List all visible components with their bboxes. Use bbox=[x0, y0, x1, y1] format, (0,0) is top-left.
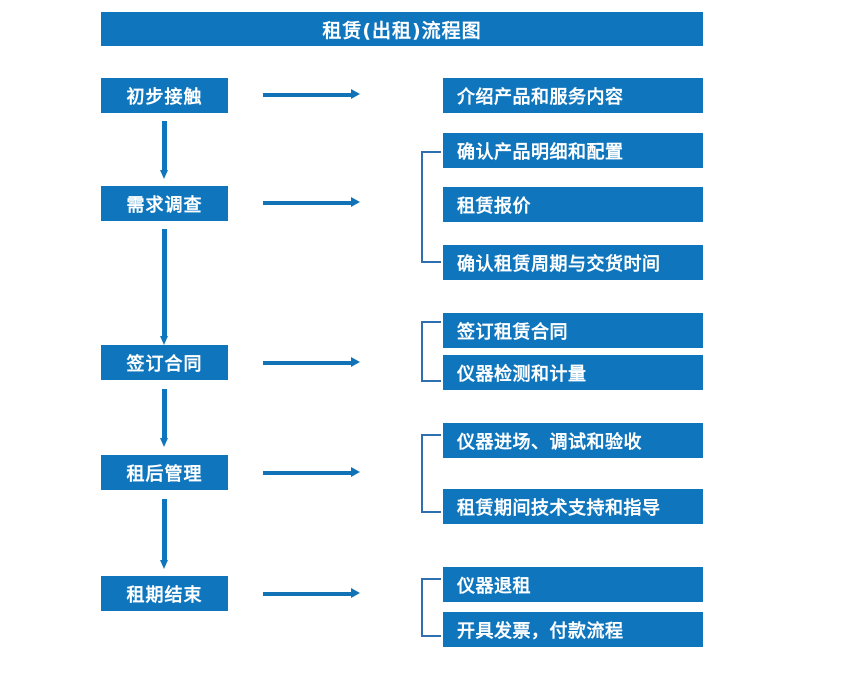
detail-node-8[interactable]: 租赁期间技术支持和指导 bbox=[443, 489, 703, 524]
flow-arrow-right-4 bbox=[263, 467, 360, 478]
bracket-arm-top bbox=[421, 578, 441, 580]
arrow-shaft bbox=[263, 592, 352, 596]
group-bracket-4 bbox=[421, 578, 441, 637]
bracket-spine bbox=[421, 151, 423, 263]
page-title: 租赁(出租)流程图 bbox=[101, 12, 703, 46]
detail-node-2[interactable]: 确认产品明细和配置 bbox=[443, 133, 703, 168]
detail-node-3[interactable]: 租赁报价 bbox=[443, 187, 703, 222]
bracket-spine bbox=[421, 434, 423, 513]
arrow-shaft bbox=[162, 121, 167, 171]
arrow-shaft bbox=[162, 499, 167, 561]
arrow-shaft bbox=[263, 201, 352, 205]
flow-arrow-down-1 bbox=[160, 121, 169, 179]
bracket-arm-bottom bbox=[421, 635, 441, 637]
bracket-arm-top bbox=[421, 434, 441, 436]
group-bracket-1 bbox=[421, 151, 441, 263]
bracket-arm-top bbox=[421, 151, 441, 153]
arrow-head bbox=[160, 560, 168, 569]
arrow-head bbox=[351, 197, 360, 207]
flow-arrow-down-4 bbox=[160, 499, 169, 569]
arrow-shaft bbox=[162, 389, 167, 439]
arrow-shaft bbox=[263, 471, 352, 475]
detail-node-5[interactable]: 签订租赁合同 bbox=[443, 313, 703, 348]
arrow-shaft bbox=[263, 93, 352, 97]
bracket-arm-top bbox=[421, 321, 441, 323]
flow-arrow-right-2 bbox=[263, 197, 360, 208]
detail-node-10[interactable]: 开具发票，付款流程 bbox=[443, 612, 703, 647]
arrow-shaft bbox=[263, 361, 352, 365]
flow-arrow-down-2 bbox=[160, 229, 169, 345]
arrow-shaft bbox=[162, 229, 167, 337]
stage-node-3[interactable]: 签订合同 bbox=[101, 345, 228, 380]
arrow-head bbox=[160, 336, 168, 345]
arrow-head bbox=[351, 357, 360, 367]
detail-node-1[interactable]: 介绍产品和服务内容 bbox=[443, 78, 703, 113]
stage-node-4[interactable]: 租后管理 bbox=[101, 455, 228, 490]
arrow-head bbox=[160, 438, 168, 447]
arrow-head bbox=[160, 170, 168, 179]
bracket-arm-bottom bbox=[421, 511, 441, 513]
bracket-spine bbox=[421, 321, 423, 382]
flow-arrow-right-3 bbox=[263, 357, 360, 368]
detail-node-4[interactable]: 确认租赁周期与交货时间 bbox=[443, 245, 703, 280]
arrow-head bbox=[351, 89, 360, 99]
arrow-head bbox=[351, 467, 360, 477]
bracket-arm-bottom bbox=[421, 380, 441, 382]
stage-node-1[interactable]: 初步接触 bbox=[101, 78, 228, 113]
detail-node-7[interactable]: 仪器进场、调试和验收 bbox=[443, 423, 703, 458]
detail-node-6[interactable]: 仪器检测和计量 bbox=[443, 355, 703, 390]
bracket-spine bbox=[421, 578, 423, 637]
arrow-head bbox=[351, 588, 360, 598]
flow-arrow-right-1 bbox=[263, 89, 360, 100]
flow-arrow-down-3 bbox=[160, 389, 169, 447]
detail-node-9[interactable]: 仪器退租 bbox=[443, 567, 703, 602]
group-bracket-3 bbox=[421, 434, 441, 513]
stage-node-5[interactable]: 租期结束 bbox=[101, 576, 228, 611]
group-bracket-2 bbox=[421, 321, 441, 382]
flow-arrow-right-5 bbox=[263, 588, 360, 599]
stage-node-2[interactable]: 需求调查 bbox=[101, 186, 228, 221]
bracket-arm-bottom bbox=[421, 261, 441, 263]
